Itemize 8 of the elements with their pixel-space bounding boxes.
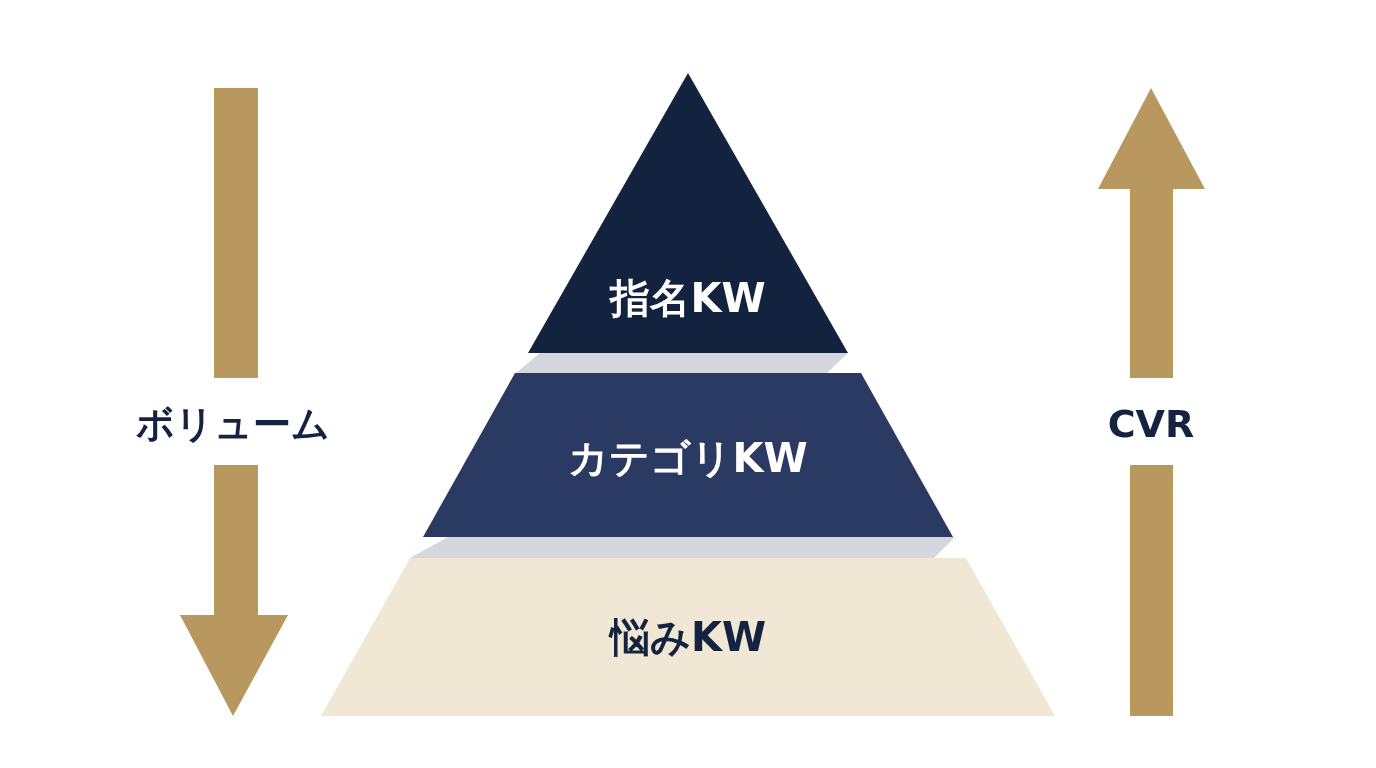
pyramid-tier <box>321 558 1055 716</box>
arrow-label: ボリューム <box>136 403 330 447</box>
arrow-label: CVR <box>1107 403 1195 447</box>
pyramid-tier <box>423 373 953 537</box>
tier-label: 指名KW <box>610 275 766 321</box>
tier-label: 悩みKW <box>609 614 767 660</box>
pyramid-tier <box>528 73 848 353</box>
tier-label: カテゴリKW <box>568 435 808 481</box>
